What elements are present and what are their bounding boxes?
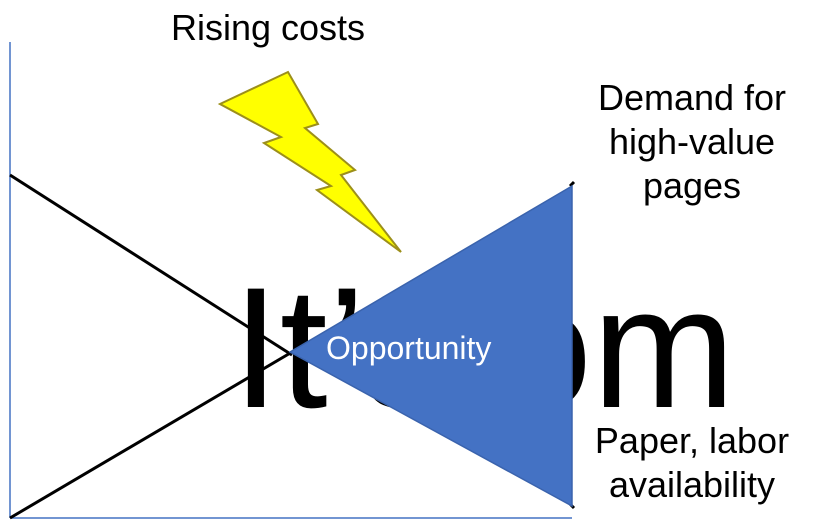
- opportunity-label: Opportunity: [326, 330, 492, 366]
- demand-label: Demand for high-value pages: [560, 76, 824, 208]
- paper-labor-label-line-1: Paper, labor: [594, 420, 790, 461]
- paper-labor-label: Paper, labor availability: [560, 419, 824, 507]
- demand-label-line-1: Demand for: [597, 77, 787, 118]
- rising-costs-label: Rising costs: [170, 7, 366, 48]
- lightning-bolt-icon: [217, 70, 402, 253]
- rising-costs-line: [9, 173, 293, 357]
- paper-labor-label-line-2: availability: [608, 463, 776, 505]
- paper-labor-line: [9, 350, 293, 520]
- opportunity-triangle: [288, 184, 573, 508]
- demand-line-stub: [568, 180, 576, 188]
- demand-label-line-2: high-value: [608, 120, 776, 162]
- demand-label-line-3: pages: [642, 164, 742, 206]
